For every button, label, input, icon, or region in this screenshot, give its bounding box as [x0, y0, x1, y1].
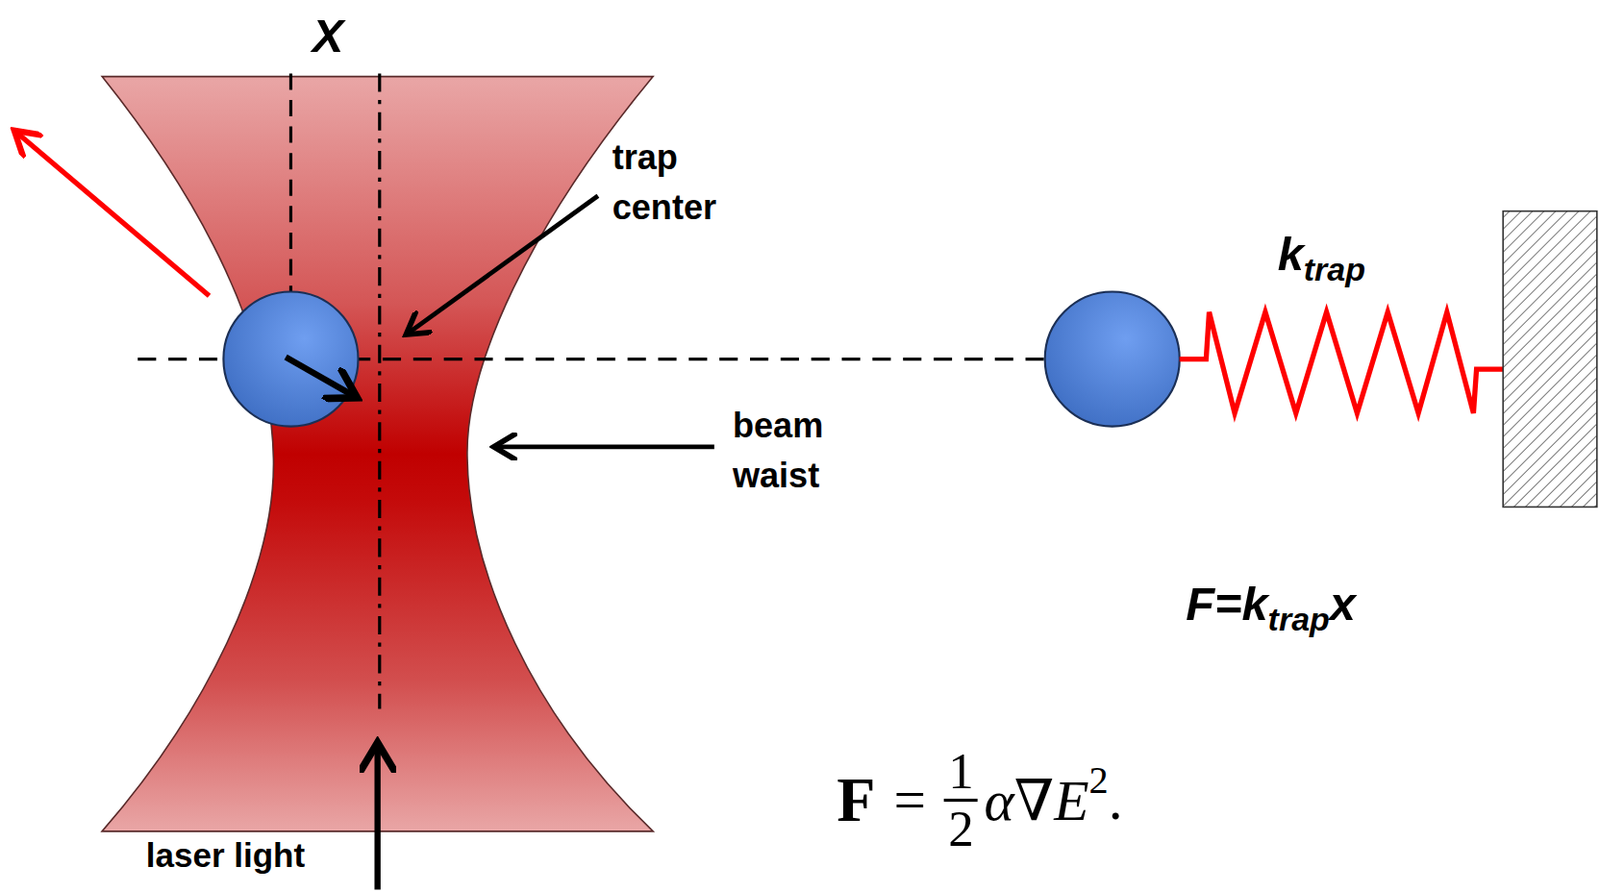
equation-text: α∇E — [984, 767, 1090, 834]
fraction: 12 — [944, 745, 978, 856]
equation-text: F=k — [1185, 576, 1268, 632]
wall — [1502, 211, 1598, 508]
leader-arrow — [405, 196, 599, 335]
hooke-law-label: F=ktrapx — [1185, 576, 1356, 632]
laser-direction-arrow — [374, 743, 380, 891]
beam-axis — [377, 73, 381, 709]
spring-constant-label: ktrap — [1277, 226, 1366, 282]
trapped-bead — [223, 292, 358, 427]
laser-beam — [101, 76, 653, 832]
equation-text: x — [1329, 576, 1356, 632]
vector-symbol: F — [836, 763, 875, 836]
axis-label: X — [312, 7, 345, 63]
callout-label: trap center — [612, 132, 766, 234]
symbol: k — [1277, 226, 1304, 282]
leader-arrow — [494, 444, 715, 450]
subscript: trap — [1303, 250, 1366, 289]
superscript: 2 — [1089, 756, 1109, 802]
particle-axis — [289, 73, 293, 306]
numerator: 1 — [944, 745, 978, 800]
equals-sign: = — [893, 767, 926, 833]
callout-label: laser light — [146, 836, 305, 875]
force-formula: F=12α∇E2. — [836, 745, 1123, 856]
scattering-arrow — [14, 130, 210, 297]
subscript: trap — [1268, 600, 1330, 639]
period: . — [1108, 767, 1124, 833]
denominator: 2 — [944, 798, 978, 855]
bead — [1045, 292, 1180, 427]
callout-label: beam waist — [732, 400, 876, 502]
spring — [1179, 312, 1504, 414]
restoring-force-arrow — [285, 356, 357, 398]
